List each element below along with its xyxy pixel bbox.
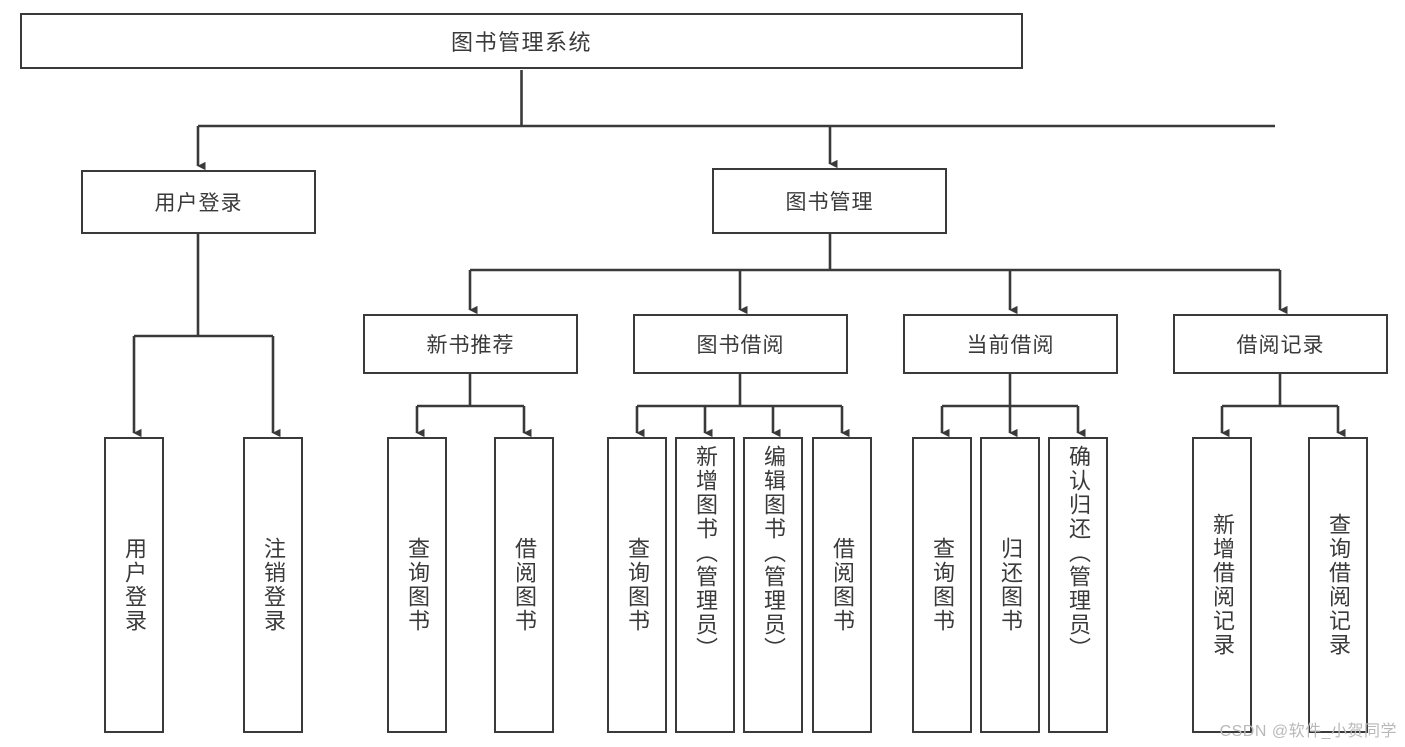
leaf-book-borrow-borrow[interactable]: 借阅图书 xyxy=(812,437,872,733)
node-user-login[interactable]: 用户登录 xyxy=(81,170,316,234)
leaf-label: 查询图书 xyxy=(929,537,955,633)
leaf-label: 注销登录 xyxy=(260,537,286,633)
watermark-text: CSDN @软件_小贺同学 xyxy=(1219,723,1397,740)
node-book-borrow[interactable]: 图书借阅 xyxy=(633,314,848,374)
leaf-label: 借阅图书 xyxy=(511,537,537,633)
leaf-new-book-borrow[interactable]: 借阅图书 xyxy=(494,437,554,733)
leaf-label: 用户登录 xyxy=(121,537,147,633)
leaf-user-login-logout[interactable]: 注销登录 xyxy=(243,437,303,733)
node-label: 用户登录 xyxy=(154,192,243,215)
node-root-system[interactable]: 图书管理系统 xyxy=(20,13,1023,69)
node-label: 借阅记录 xyxy=(1236,334,1325,357)
node-current-borrow[interactable]: 当前借阅 xyxy=(903,314,1118,374)
leaf-book-borrow-query[interactable]: 查询图书 xyxy=(607,437,667,733)
leaf-user-login-login[interactable]: 用户登录 xyxy=(104,437,164,733)
leaf-label: 编辑图书（管理员） xyxy=(760,445,786,661)
node-label: 图书借阅 xyxy=(696,334,785,357)
leaf-borrow-record-query[interactable]: 查询借阅记录 xyxy=(1308,437,1368,733)
leaf-label: 查询图书 xyxy=(404,537,430,633)
leaf-label: 新增图书（管理员） xyxy=(692,445,718,661)
leaf-label: 查询图书 xyxy=(624,537,650,633)
leaf-book-borrow-edit[interactable]: 编辑图书（管理员） xyxy=(743,437,803,733)
leaf-new-book-query[interactable]: 查询图书 xyxy=(387,437,447,733)
leaf-label: 新增借阅记录 xyxy=(1209,513,1235,657)
node-label: 当前借阅 xyxy=(966,334,1055,357)
leaf-label: 查询借阅记录 xyxy=(1325,513,1351,657)
leaf-label: 确认归还（管理员） xyxy=(1065,445,1091,661)
leaf-current-borrow-return[interactable]: 归还图书 xyxy=(980,437,1040,733)
node-label: 图书管理 xyxy=(785,191,874,214)
leaf-label: 借阅图书 xyxy=(829,537,855,633)
leaf-borrow-record-add[interactable]: 新增借阅记录 xyxy=(1192,437,1252,733)
node-book-management[interactable]: 图书管理 xyxy=(712,168,947,234)
leaf-book-borrow-add[interactable]: 新增图书（管理员） xyxy=(675,437,735,733)
node-borrow-record[interactable]: 借阅记录 xyxy=(1173,314,1388,374)
leaf-current-borrow-confirm-return[interactable]: 确认归还（管理员） xyxy=(1048,437,1108,733)
node-new-book-recommend[interactable]: 新书推荐 xyxy=(363,314,578,374)
node-label: 新书推荐 xyxy=(426,334,515,357)
leaf-label: 归还图书 xyxy=(997,537,1023,633)
leaf-current-borrow-query[interactable]: 查询图书 xyxy=(912,437,972,733)
node-label: 图书管理系统 xyxy=(450,30,592,55)
